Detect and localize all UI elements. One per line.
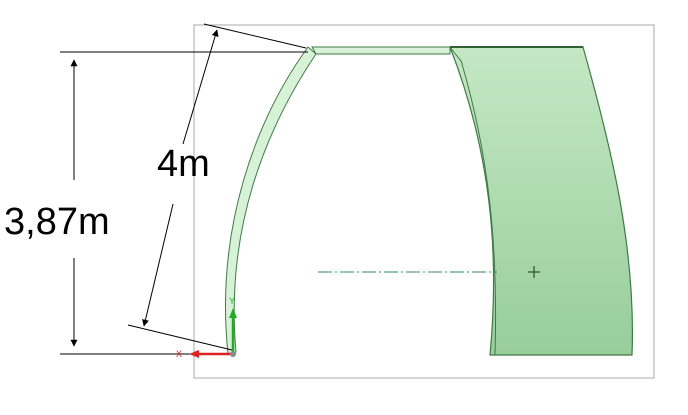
center-cross-icon [528, 266, 540, 278]
arc-dimension [127, 23, 307, 351]
top-beam[interactable] [311, 46, 451, 55]
arc-dimension-label: 4m [157, 143, 210, 185]
axis-x-arrow-icon [189, 350, 199, 358]
viewport-frame [193, 24, 655, 379]
axis-y-label: Y [229, 296, 235, 306]
axis-x-label: X [176, 349, 182, 359]
arch-profile[interactable] [225, 46, 317, 355]
height-dimension-label: 3,87m [4, 201, 110, 243]
origin-point [230, 351, 236, 357]
axis-y-arrow-icon [229, 308, 237, 318]
axis-triad: Y X [176, 296, 237, 359]
curved-panel[interactable] [449, 46, 634, 356]
height-dimension [60, 51, 308, 355]
